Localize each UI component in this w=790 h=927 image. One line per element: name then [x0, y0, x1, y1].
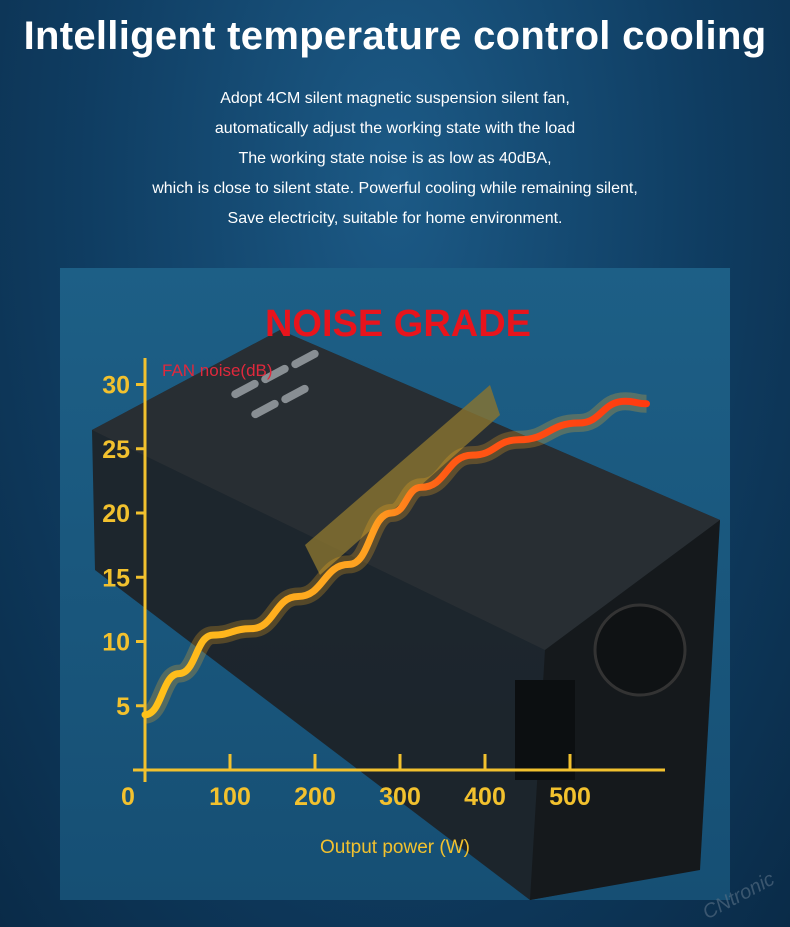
x-tick-label: 300	[379, 783, 421, 811]
description-line: Adopt 4CM silent magnetic suspension sil…	[220, 90, 570, 107]
y-tick-label: 10	[102, 629, 130, 657]
x-tick-label: 0	[121, 783, 135, 811]
x-tick-label: 400	[464, 783, 506, 811]
description-line: which is close to silent state. Powerful…	[152, 180, 638, 197]
curve-glow	[142, 392, 647, 724]
y-tick-label: 20	[102, 500, 130, 528]
x-tick-label: 200	[294, 783, 336, 811]
x-axis-label: Output power (W)	[320, 837, 470, 858]
description: Adopt 4CM silent magnetic suspension sil…	[0, 84, 790, 234]
y-axis-label: FAN noise(dB)	[162, 361, 273, 380]
y-tick-label: 30	[102, 372, 130, 400]
description-line: Save electricity, suitable for home envi…	[227, 210, 563, 227]
noise-curve	[141, 397, 650, 719]
description-line: automatically adjust the working state w…	[214, 120, 576, 137]
x-tick-label: 500	[549, 783, 591, 811]
y-tick-label: 25	[102, 436, 130, 464]
x-tick-label: 100	[209, 783, 251, 811]
description-line: The working state noise is as low as 40d…	[238, 150, 552, 167]
y-tick-label: 15	[102, 564, 130, 592]
page-title: Intelligent temperature control cooling	[23, 14, 767, 58]
chart-title: NOISE GRADE	[265, 303, 531, 345]
y-tick-label: 5	[116, 693, 130, 721]
